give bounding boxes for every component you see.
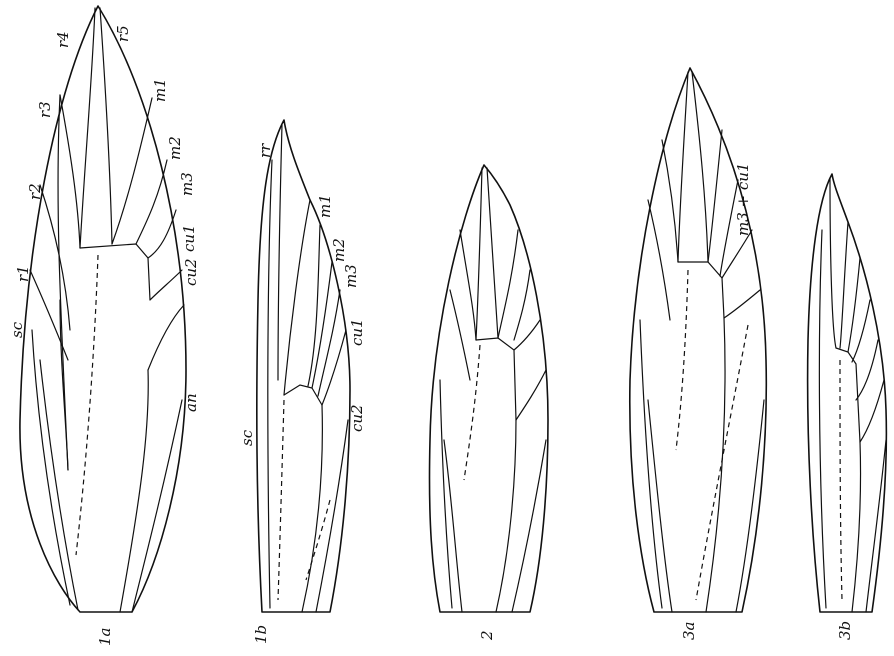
wing-1a-label-sc: sc	[8, 321, 26, 338]
wing-3a-veins	[640, 72, 764, 612]
wing-3b: 3b	[808, 174, 887, 640]
wing-1a-label-r2: r2	[26, 183, 44, 200]
wing-3a: m3 + cu1 3a	[630, 68, 767, 640]
wing-1a-label-cu2: cu2	[182, 258, 200, 286]
wing-3a-outline	[630, 68, 767, 612]
wing-3b-labels: 3b	[836, 621, 854, 640]
wing-3b-caption: 3b	[836, 621, 854, 640]
wing-1b-veins	[268, 125, 348, 612]
wing-2-caption: 2	[478, 630, 496, 641]
wing-3a-labels: m3 + cu1 3a	[680, 163, 752, 640]
wing-1a-label-m3: m3	[178, 172, 196, 196]
wing-2: 2	[429, 165, 548, 641]
wing-1b-label-cu1: cu1	[348, 318, 366, 346]
wing-2-veins	[440, 168, 546, 612]
wing-3a-caption: 3a	[680, 622, 698, 641]
wing-1b-caption: 1b	[252, 625, 270, 644]
wing-1a-labels: r4 r5 r3 m1 m2 r2 m3 cu1 cu2 r1 sc an 1a	[8, 25, 200, 646]
wing-1a-label-r5: r5	[114, 25, 132, 42]
wing-1a-label-r1: r1	[14, 265, 32, 282]
wing-1a-label-m2: m2	[166, 136, 184, 160]
wing-1b-label-sc: sc	[238, 429, 256, 446]
wing-1a-label-an: an	[182, 393, 200, 412]
wing-1a-caption: 1a	[96, 628, 114, 647]
wing-1a-label-r4: r4	[54, 31, 72, 48]
wing-3a-label-m3-cu1: m3 + cu1	[734, 163, 752, 236]
wing-1b-label-m3: m3	[342, 264, 360, 288]
wing-1b-label-m1: m1	[316, 194, 334, 218]
wing-1b-label-m2: m2	[330, 238, 348, 262]
wing-1a-label-cu1: cu1	[180, 224, 198, 252]
wing-1b: rr m1 m2 m3 cu1 sc cu2 1b	[238, 120, 366, 644]
wing-1a: r4 r5 r3 m1 m2 r2 m3 cu1 cu2 r1 sc an 1a	[8, 6, 200, 646]
wing-1b-label-cu2: cu2	[348, 404, 366, 432]
wing-1a-label-m1: m1	[151, 78, 169, 102]
wing-1b-label-rr: rr	[256, 143, 274, 158]
wing-1a-label-r3: r3	[36, 101, 54, 118]
wing-2-labels: 2	[478, 630, 496, 641]
wing-3b-veins	[819, 178, 886, 612]
